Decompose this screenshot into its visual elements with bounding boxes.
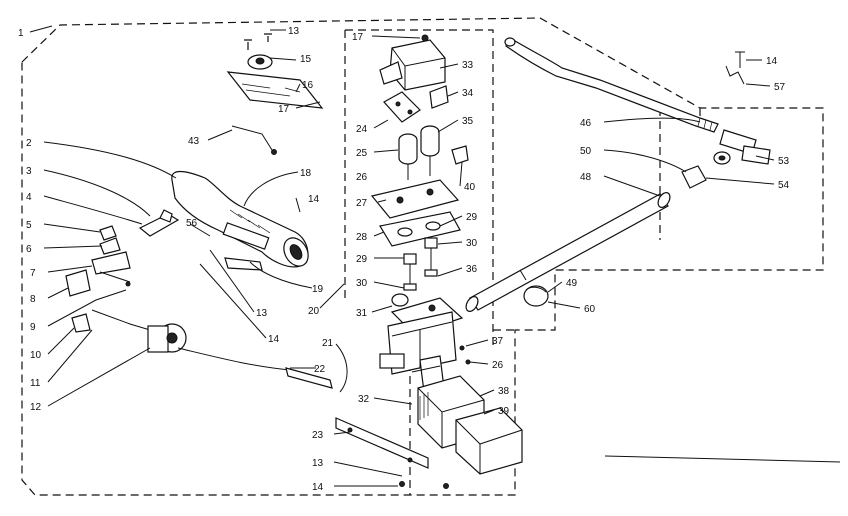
leader-lines [29, 25, 775, 487]
label-14-low: 14 [268, 334, 280, 345]
label-60: 60 [584, 304, 596, 315]
label-11: 11 [30, 378, 41, 389]
label-33: 33 [462, 60, 474, 71]
label-37: 37 [492, 336, 504, 347]
label-28: 28 [356, 232, 368, 243]
label-34: 34 [462, 88, 474, 99]
label-7: 7 [30, 268, 36, 279]
label-20: 20 [308, 306, 320, 317]
label-1: 1 [18, 28, 24, 39]
valve-stack [370, 34, 469, 291]
burner-tube [171, 170, 309, 271]
label-9: 9 [30, 322, 36, 333]
label-27: 27 [356, 198, 368, 209]
bracket-blocks [417, 375, 523, 475]
label-50: 50 [580, 146, 592, 157]
label-38: 38 [498, 386, 510, 397]
label-36: 36 [466, 264, 478, 275]
lower-valve-body [379, 293, 471, 393]
part-number-labels: 1 2 3 4 5 6 7 8 9 10 11 12 13 15 16 43 1… [18, 26, 790, 493]
label-15: 15 [300, 54, 312, 65]
label-25: 25 [356, 148, 368, 159]
label-35: 35 [462, 116, 474, 127]
label-8: 8 [30, 294, 36, 305]
label-23: 23 [312, 430, 324, 441]
label-40: 40 [464, 182, 476, 193]
outer-dashed-boundary [21, 17, 824, 496]
label-21: 21 [322, 338, 334, 349]
label-22: 22 [314, 364, 326, 375]
air-shutter-knob [523, 285, 549, 307]
label-57: 57 [774, 82, 786, 93]
top-bracket [226, 33, 324, 155]
label-29-right: 29 [466, 212, 478, 223]
label-4: 4 [26, 192, 32, 203]
label-6: 6 [26, 244, 32, 255]
label-56: 56 [186, 218, 198, 229]
stray-line [604, 455, 841, 463]
label-39: 39 [498, 406, 510, 417]
label-26-low: 26 [492, 360, 504, 371]
left-small-parts [65, 209, 187, 353]
label-32: 32 [358, 394, 370, 405]
label-31: 31 [356, 308, 368, 319]
label-17-top: 17 [352, 32, 364, 43]
label-43: 43 [188, 136, 200, 147]
label-29-left: 29 [356, 254, 368, 265]
label-54: 54 [778, 180, 790, 191]
thermocouple-tube [177, 347, 333, 389]
label-14-right: 14 [766, 56, 778, 67]
manifold-pipe [465, 192, 671, 312]
label-18: 18 [300, 168, 312, 179]
top-right-screws [725, 51, 745, 85]
label-5: 5 [26, 220, 32, 231]
label-24: 24 [356, 124, 368, 135]
label-30-left: 30 [356, 278, 368, 289]
label-49: 49 [566, 278, 578, 289]
label-48: 48 [580, 172, 592, 183]
label-46: 46 [580, 118, 592, 129]
label-12: 12 [30, 402, 42, 413]
label-13-bottom: 13 [312, 458, 324, 469]
label-17-left: 17 [278, 104, 290, 115]
label-14-mid: 14 [308, 194, 320, 205]
label-2: 2 [26, 138, 32, 149]
label-10: 10 [30, 350, 42, 361]
label-30-right: 30 [466, 238, 478, 249]
gas-supply-tube [504, 37, 719, 133]
label-16: 16 [302, 80, 314, 91]
label-53: 53 [778, 156, 790, 167]
label-26-top: 26 [356, 172, 368, 183]
label-3: 3 [26, 166, 32, 177]
label-13-top: 13 [288, 26, 300, 37]
label-19: 19 [312, 284, 324, 295]
fitting-assembly [681, 129, 771, 189]
label-13-mid: 13 [256, 308, 268, 319]
label-14-bottom: 14 [312, 482, 324, 493]
